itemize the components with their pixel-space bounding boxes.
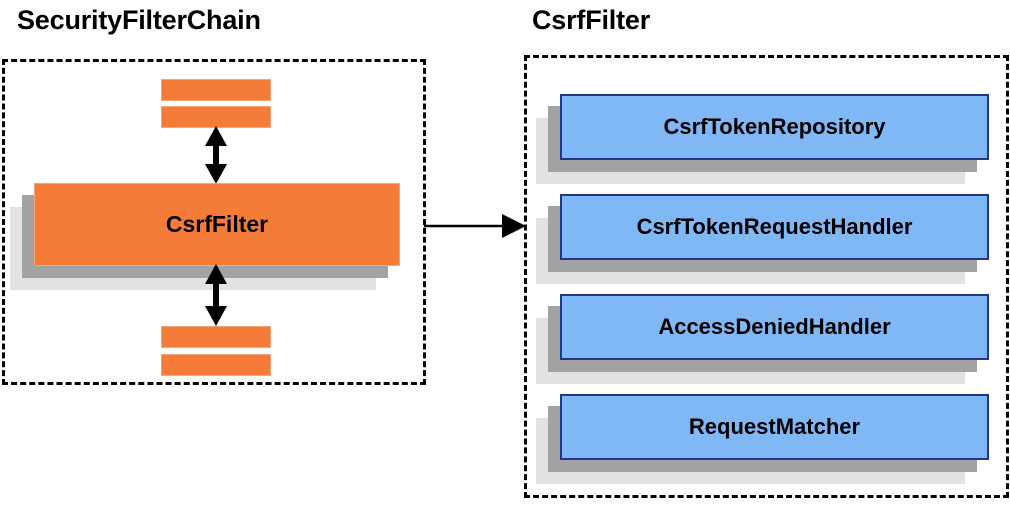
arrow-chain-above — [205, 126, 227, 184]
component-csrf-token-request-handler[interactable]: CsrfTokenRequestHandler — [536, 194, 989, 284]
component-request-matcher[interactable]: RequestMatcher — [536, 394, 989, 484]
component-label: AccessDeniedHandler — [560, 294, 989, 360]
filter-stub-bar-bottom-1 — [161, 326, 271, 348]
arrow-chain-below — [205, 264, 227, 326]
component-label-csrffilter: CsrfFilter — [34, 183, 400, 266]
filter-stub-bar-top-2 — [161, 106, 271, 128]
component-csrf-token-repository[interactable]: CsrfTokenRepository — [536, 94, 989, 184]
filter-stub-bar-bottom-2 — [161, 354, 271, 376]
filter-stub-bar-top-1 — [161, 79, 271, 101]
page-title-security-filter-chain: SecurityFilterChain — [17, 5, 261, 35]
component-access-denied-handler[interactable]: AccessDeniedHandler — [536, 294, 989, 384]
component-csrffilter-highlight[interactable]: CsrfFilter — [10, 183, 400, 290]
expand-arrow-icon — [424, 214, 526, 238]
panel-csrf-filter-internals — [524, 55, 1009, 498]
component-label: CsrfTokenRepository — [560, 94, 989, 160]
component-label: CsrfTokenRequestHandler — [560, 194, 989, 260]
page-title-csrf-filter: CsrfFilter — [532, 5, 651, 35]
component-label: RequestMatcher — [560, 394, 989, 460]
panel-security-filter-chain — [2, 59, 426, 385]
